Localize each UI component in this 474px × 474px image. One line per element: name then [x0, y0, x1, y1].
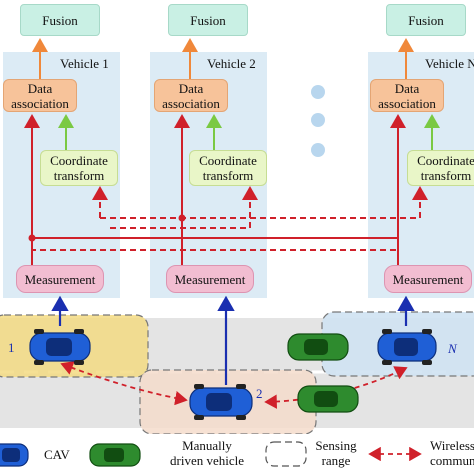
cav-1-icon: [29, 329, 91, 365]
road-label-vehicle-2: 2: [256, 386, 263, 401]
vehicle-2-data-association-box: Data association: [154, 79, 228, 112]
vehicle-1-coordinate-transform-box: Coordinate transform: [40, 150, 118, 186]
vehicle-1-measurement-box: Measurement: [16, 265, 104, 293]
manual-car-2-icon: [297, 385, 359, 413]
legend-manual-icon: [89, 443, 141, 467]
vehicle-1-label: Vehicle 1: [60, 56, 109, 71]
cav-n-icon: [377, 329, 437, 365]
legend-wireless-label: Wireless communication: [430, 438, 474, 468]
road-label-vehicle-1: 1: [8, 340, 15, 355]
vehicle-2-measurement-box: Measurement: [166, 265, 254, 293]
vehicle-n-coordinate-transform-box: Coordinate transform: [407, 150, 474, 186]
legend-cav-icon: [0, 443, 29, 467]
legend-cav-label: CAV: [44, 447, 70, 462]
dashed-bus-1: [31, 238, 400, 251]
vehicle-n-measurement-box: Measurement: [384, 265, 472, 293]
legend-sensing-label: Sensing range: [315, 438, 357, 468]
vehicle-2-coordinate-transform-box: Coordinate transform: [189, 150, 267, 186]
vehicle-1-data-association-box: Data association: [3, 79, 77, 112]
manual-car-1-icon: [287, 333, 349, 361]
vehicle-n-fusion-box: Fusion: [386, 4, 466, 36]
vehicle-1-fusion-box: Fusion: [20, 4, 100, 36]
vehicle-n-label: Vehicle N: [425, 56, 474, 71]
vehicle-n-data-association-box: Data association: [370, 79, 444, 112]
vehicle-2-label: Vehicle 2: [207, 56, 256, 71]
cav-2-icon: [189, 384, 253, 420]
legend-manual-label: Manually driven vehicle: [170, 438, 244, 468]
vehicle-2-fusion-box: Fusion: [168, 4, 248, 36]
road-label-vehicle-n: N: [448, 341, 457, 356]
legend-sensing-icon: [265, 441, 307, 467]
